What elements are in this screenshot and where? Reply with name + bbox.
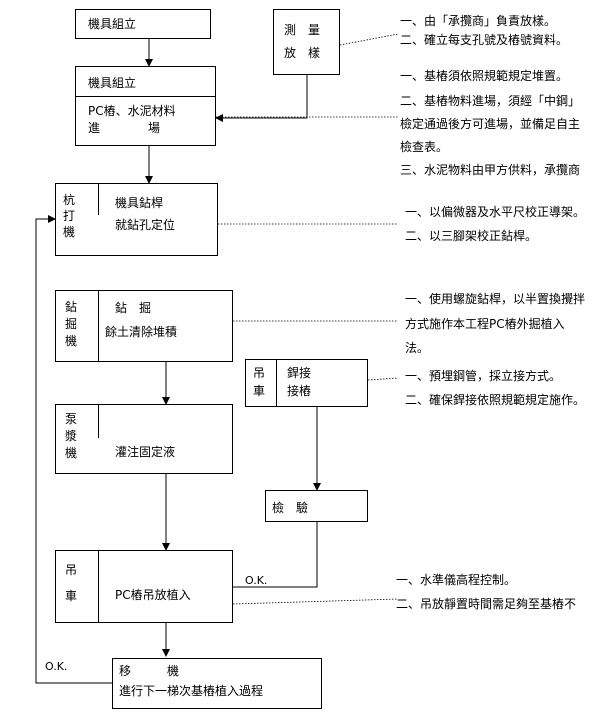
drill-rig-side-2: 掘	[65, 317, 78, 331]
note-crane-1: 一、水準儀高程控制。	[396, 573, 517, 587]
weld-line-1: 銲接	[287, 366, 312, 380]
crane-weld-divider	[276, 360, 277, 406]
pump-side-2: 漿	[65, 429, 78, 443]
material-entry-line: 進 場	[88, 121, 161, 135]
drill-rig-side-3: 機	[65, 334, 78, 348]
drill-rig-divider	[98, 291, 99, 361]
crane-place-box: 吊 車 PC樁吊放植入	[55, 550, 233, 623]
pile-rig-line-2: 就鉆孔定位	[115, 218, 176, 232]
pump-line-1: 灌注固定液	[115, 445, 176, 459]
pump-side-1: 泵	[65, 412, 78, 426]
drill-rig-side-1: 鉆	[65, 300, 78, 314]
crane-weld-side-1: 吊	[253, 366, 266, 380]
ok-label-loop: O.K.	[45, 660, 68, 673]
note-drill-1: 一、使用螺旋鉆桿，以半置換攪拌	[405, 292, 586, 306]
assembly-box-2: 機具組立 PC樁、水泥材料 進 場	[75, 66, 216, 146]
pile-rig-box: 杭 打 機 機具鉆桿 就鉆孔定位	[55, 183, 218, 256]
survey-line-1: 測 量	[284, 23, 321, 37]
drill-rig-line-1: 鉆 掘	[115, 301, 152, 315]
note-drill-3: 法。	[405, 341, 430, 355]
assembly-title-1: 機具組立	[88, 17, 137, 31]
note-material-4: 檢查表。	[400, 140, 449, 154]
note-survey-1: 一、由「承攬商」負責放樣。	[400, 14, 557, 28]
pile-rig-divider	[98, 184, 99, 215]
material-line: PC樁、水泥材料	[88, 104, 176, 118]
note-weld-1: 一、預埋鋼管，採立接方式。	[405, 369, 562, 383]
note-weld-2: 二、確保銲接依照規範規定施作。	[405, 393, 586, 407]
note-pile-rig-2: 二、以三腳架校正鉆桿。	[405, 229, 538, 243]
crane-place-divider	[98, 551, 99, 622]
note-survey-2: 二、確立每支孔號及樁號資料。	[400, 33, 569, 47]
crane-place-side-2: 車	[65, 589, 78, 603]
pile-rig-side-1: 杭	[63, 193, 76, 207]
drill-rig-box: 鉆 掘 機 鉆 掘 餘土清除堆積	[55, 290, 233, 362]
pump-side-3: 機	[65, 446, 78, 460]
note-material-5: 三、水泥物料由甲方供料，承攬商	[400, 163, 581, 177]
weld-line-2: 接樁	[287, 384, 312, 398]
crane-weld-side-2: 車	[253, 384, 266, 398]
ok-label-inspect: O.K.	[245, 574, 268, 587]
note-crane-2: 二、吊放靜置時間需足夠至基樁不	[396, 597, 577, 611]
crane-place-line: PC樁吊放植入	[115, 588, 191, 602]
assembly-title-2: 機具組立	[88, 76, 137, 90]
move-line-1: 移 機	[119, 664, 180, 678]
survey-line-2: 放 樣	[284, 46, 321, 60]
inspection-label: 檢 驗	[272, 501, 309, 515]
note-pile-rig-1: 一、以偏微器及水平尺校正導架。	[405, 205, 586, 219]
pile-rig-side-3: 機	[63, 225, 76, 239]
assembly-divider	[76, 96, 215, 97]
drill-rig-line-2: 餘土清除堆積	[105, 325, 178, 339]
crane-weld-box: 吊 車 銲接 接樁	[245, 359, 368, 407]
inspection-box: 檢 驗	[265, 490, 368, 522]
note-drill-2: 方式施作本工程PC樁外掘植入	[405, 317, 565, 331]
assembly-box-1: 機具組立	[75, 9, 211, 39]
pile-rig-side-2: 打	[63, 209, 76, 223]
survey-box: 測 量 放 樣	[273, 9, 340, 75]
note-material-1: 一、基樁須依照規範規定堆置。	[400, 69, 569, 83]
pump-divider	[98, 405, 99, 438]
note-material-3: 檢定通過後方可進場，並備足自主	[400, 117, 581, 131]
pump-box: 泵 漿 機 灌注固定液	[55, 404, 233, 474]
move-line-2: 進行下一梯次基樁植入過程	[119, 684, 264, 698]
note-material-2: 二、基樁物料進場，須經「中鋼」	[400, 94, 581, 108]
crane-place-side-1: 吊	[65, 563, 78, 577]
pile-rig-line-1: 機具鉆桿	[115, 196, 164, 210]
move-box: 移 機 進行下一梯次基樁植入過程	[112, 658, 322, 709]
